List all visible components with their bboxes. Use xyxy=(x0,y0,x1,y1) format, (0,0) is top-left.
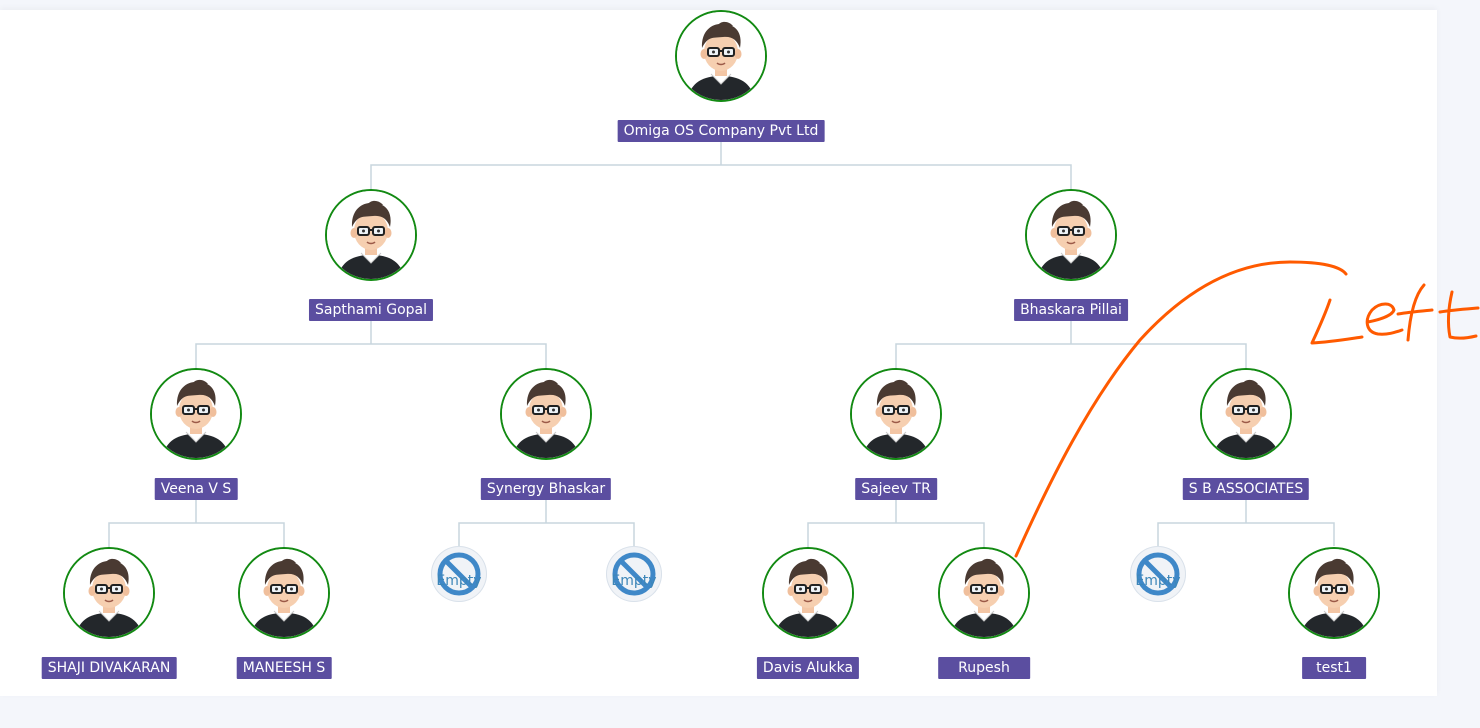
user-avatar-icon[interactable] xyxy=(63,547,155,639)
user-avatar-icon[interactable] xyxy=(500,368,592,460)
node-name-label[interactable]: Sajeev TR xyxy=(855,478,937,500)
empty-slot[interactable]: Empty xyxy=(1130,546,1186,602)
node-name-label[interactable]: Bhaskara Pillai xyxy=(1014,299,1128,321)
node-name-label[interactable]: Veena V S xyxy=(154,478,238,500)
user-avatar-icon[interactable] xyxy=(762,547,854,639)
user-avatar-icon[interactable] xyxy=(1200,368,1292,460)
node-name-label[interactable]: Rupesh xyxy=(938,657,1030,679)
user-avatar-icon[interactable] xyxy=(675,10,767,102)
user-avatar-icon[interactable] xyxy=(238,547,330,639)
user-avatar-icon[interactable] xyxy=(1025,189,1117,281)
node-name-label[interactable]: S B ASSOCIATES xyxy=(1182,478,1310,500)
node-name-label[interactable]: MANEESH S xyxy=(236,657,332,679)
user-avatar-icon[interactable] xyxy=(850,368,942,460)
empty-slot[interactable]: Empty xyxy=(606,546,662,602)
empty-slot-icon[interactable] xyxy=(606,546,662,602)
node-name-label[interactable]: Sapthami Gopal xyxy=(308,299,434,321)
user-avatar-icon[interactable] xyxy=(938,547,1030,639)
empty-slot[interactable]: Empty xyxy=(431,546,487,602)
empty-label: Empty xyxy=(611,573,657,589)
user-avatar-icon[interactable] xyxy=(325,189,417,281)
node-name-label[interactable]: Davis Alukka xyxy=(756,657,860,679)
node-name-label[interactable]: Synergy Bhaskar xyxy=(480,478,612,500)
user-avatar-icon[interactable] xyxy=(1288,547,1380,639)
empty-slot-icon[interactable] xyxy=(431,546,487,602)
genealogy-tree-panel xyxy=(0,10,1437,696)
user-avatar-icon[interactable] xyxy=(150,368,242,460)
empty-label: Empty xyxy=(1135,573,1181,589)
empty-label: Empty xyxy=(436,573,482,589)
node-name-label[interactable]: test1 xyxy=(1302,657,1366,679)
node-name-label[interactable]: Omiga OS Company Pvt Ltd xyxy=(617,120,825,142)
node-name-label[interactable]: SHAJI DIVAKARAN xyxy=(41,657,177,679)
